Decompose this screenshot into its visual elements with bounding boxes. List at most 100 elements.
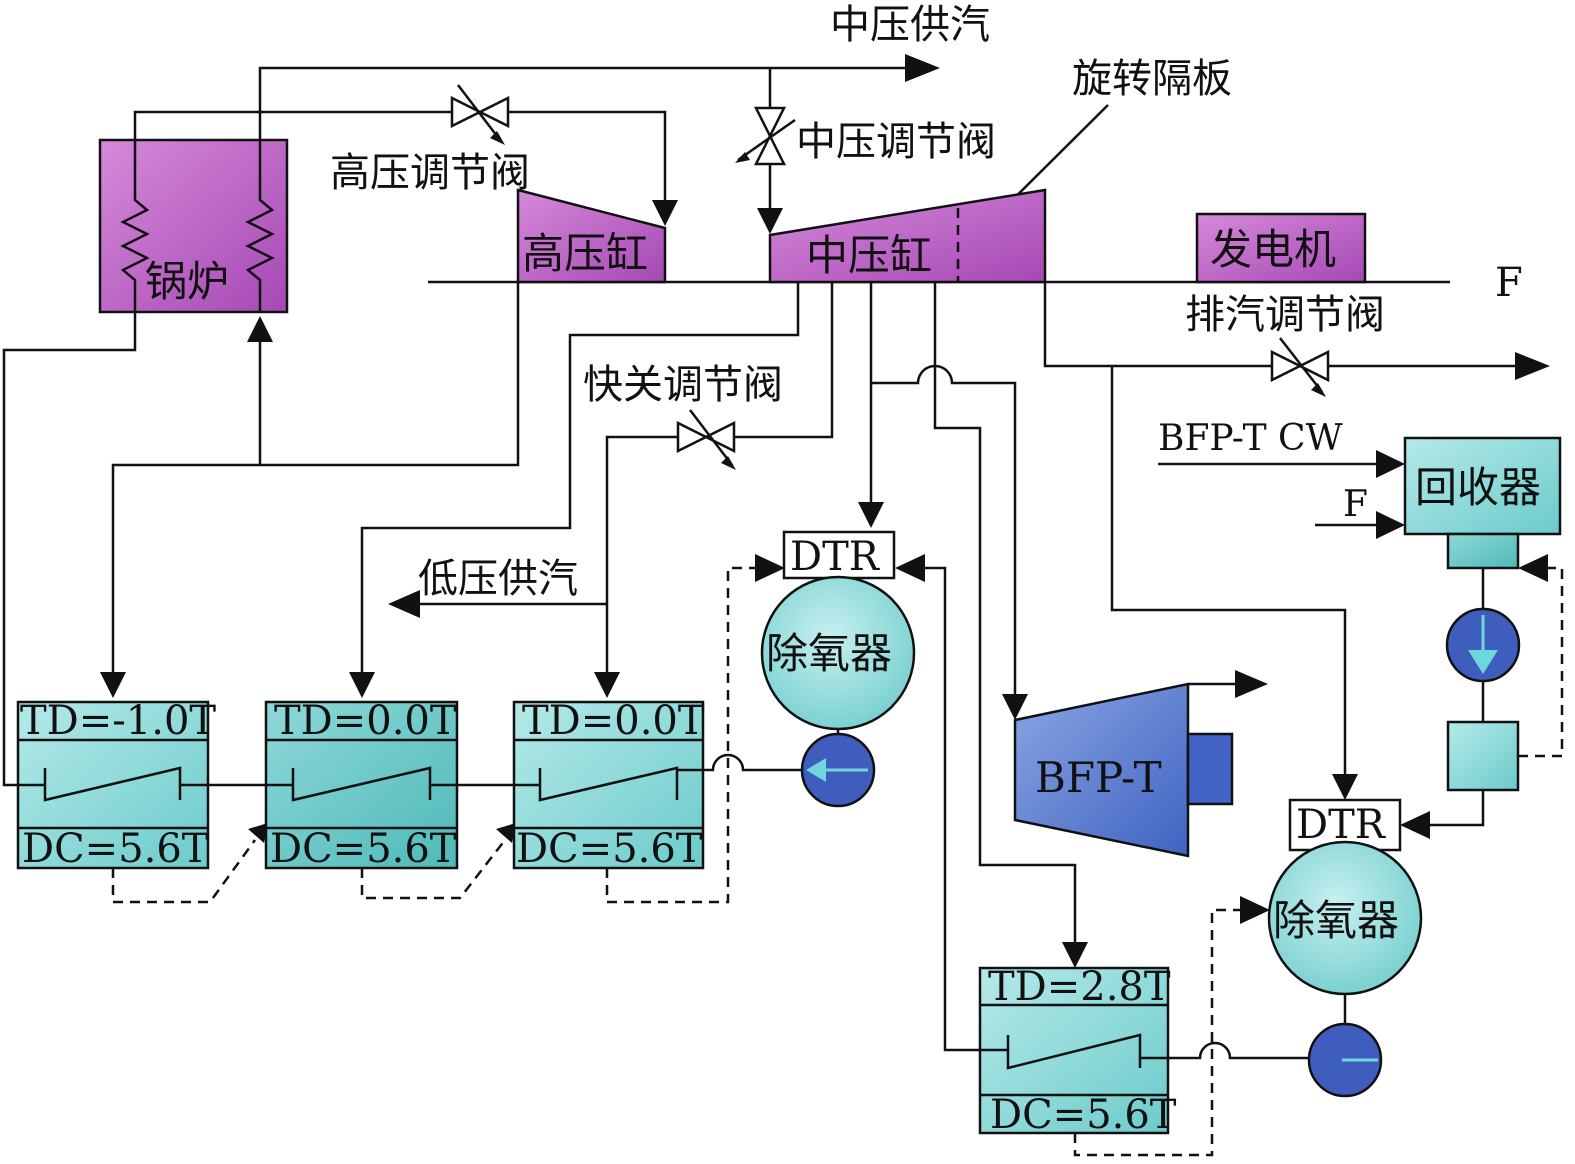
deaerator-1-label: 除氧器 — [766, 629, 892, 678]
generator-label: 发电机 — [1210, 225, 1336, 274]
heater2-steam-arrow — [349, 672, 375, 698]
heater-1-td: TD=-1.0T — [20, 698, 216, 744]
ip-inlet-arrow — [757, 208, 783, 234]
deaerator2-drain-arrow — [1400, 811, 1430, 839]
bfp-turbine[interactable]: BFP-T — [1013, 682, 1234, 858]
drain-arrow-3 — [755, 554, 785, 582]
drain-line-1 — [111, 839, 257, 904]
boiler[interactable]: 锅炉 — [98, 138, 289, 314]
bfpt-exhaust-arrow — [1235, 670, 1268, 698]
heater-4-dc: DC=5.6T — [990, 1092, 1177, 1138]
drain-line-3 — [605, 566, 760, 904]
heater-2-dc: DC=5.6T — [270, 826, 457, 872]
deaerator-1[interactable]: DTR 除氧器 — [760, 530, 916, 731]
recovery-unit[interactable]: 回收器 — [1403, 436, 1562, 570]
mp-supply-label: 中压供汽 — [830, 2, 990, 48]
heater4-steam-pipe — [933, 282, 1077, 950]
drain-arrow-2 — [496, 823, 516, 843]
fast-valve-label: 快关调节阀 — [583, 362, 783, 408]
feedwater-pipe-2 — [1168, 1041, 1310, 1060]
heater-3-td: TD=0.0T — [522, 698, 705, 744]
recovery-label: 回收器 — [1415, 463, 1541, 512]
heater3-steam-arrow — [594, 672, 620, 698]
f-top-label: F — [1495, 260, 1523, 306]
deaerator1-return-arrow — [895, 554, 925, 582]
dtr-1-label: DTR — [790, 534, 881, 580]
lp-supply-label: 低压供汽 — [418, 556, 578, 602]
deaerator-2-label: 除氧器 — [1273, 896, 1399, 945]
heater-4-td: TD=2.8T — [988, 964, 1171, 1010]
bfpt-cw-arrow — [1376, 450, 1405, 478]
pump-3[interactable] — [1307, 1022, 1383, 1098]
heater-2[interactable]: TD=0.0T DC=5.6T — [264, 698, 459, 872]
f-recovery-label: F — [1343, 484, 1368, 525]
mp-supply-arrow — [905, 54, 940, 82]
drain-arrow-5 — [1518, 554, 1548, 582]
hp-inlet-arrow — [652, 200, 678, 226]
hp-cylinder-label: 高压缸 — [522, 229, 648, 278]
ip-valve[interactable] — [735, 106, 796, 166]
drain-line-5 — [1518, 566, 1564, 758]
heater4-to-deaerator1-pipe — [915, 566, 980, 1052]
hp-valve-label: 高压调节阀 — [330, 150, 530, 196]
boiler-coil-left — [120, 140, 150, 312]
bfpt-cw-label: BFP-T CW — [1158, 418, 1343, 459]
drain-lines — [111, 554, 1564, 1157]
heater-1-coil — [18, 766, 208, 802]
drain-line-4 — [1073, 908, 1245, 1157]
bfpt-steam-pipe — [871, 364, 1017, 700]
hp-valve[interactable] — [450, 84, 510, 145]
exhaust-pipe — [1043, 282, 1515, 368]
heater-4-coil — [980, 1033, 1168, 1070]
heater4-steam-arrow — [1062, 942, 1088, 968]
bfpt-steam-arrow — [1002, 694, 1028, 720]
pump-1[interactable] — [800, 732, 876, 808]
deaerator1-steam-arrow — [858, 502, 884, 528]
heater1-steam-arrow — [100, 672, 126, 698]
boiler-return-pipe — [2, 285, 137, 787]
drain-arrow-4 — [1240, 896, 1270, 924]
exhaust-arrow — [1515, 352, 1550, 380]
dtr-2-label: DTR — [1296, 802, 1387, 848]
exhaust-valve-slash — [1279, 337, 1323, 393]
heater-2-td: TD=0.0T — [274, 698, 457, 744]
exhaust-valve-label: 排汽调节阀 — [1185, 292, 1385, 338]
recovery-tank[interactable] — [1446, 720, 1520, 792]
heater-3-coil — [514, 766, 703, 802]
pipe-network — [2, 54, 1550, 1060]
fast-valve-slash — [689, 409, 733, 466]
boiler-label: 锅炉 — [145, 257, 229, 306]
deaerator2-steam-pipe — [1110, 366, 1347, 780]
ip-valve-label: 中压调节阀 — [796, 119, 996, 165]
heater-3[interactable]: TD=0.0T DC=5.6T — [512, 698, 705, 872]
heater-3-dc: DC=5.6T — [516, 826, 703, 872]
heater-1[interactable]: TD=-1.0T DC=5.6T — [16, 698, 216, 872]
deaerator-2[interactable]: DTR 除氧器 — [1267, 798, 1423, 996]
generator[interactable]: 发电机 — [1195, 212, 1367, 284]
exhaust-valve[interactable] — [1270, 337, 1330, 397]
heater-2-coil — [266, 766, 457, 802]
f-recovery-arrow — [1376, 511, 1405, 539]
bfpt-label: BFP-T — [1035, 753, 1162, 802]
pump-2[interactable] — [1445, 607, 1521, 683]
annotations: 中压供汽 旋转隔板 高压调节阀 中压调节阀 F 排汽调节阀 快关调节阀 BFP-… — [330, 2, 1523, 602]
ip-valve-slash — [737, 118, 796, 162]
ip-cylinder[interactable]: 中压缸 — [768, 188, 1047, 284]
hp-valve-slash — [457, 84, 501, 141]
ip-cylinder-label: 中压缸 — [806, 231, 932, 280]
rotating-partition-label: 旋转隔板 — [1072, 56, 1232, 102]
heater-link-3-pump — [703, 753, 803, 772]
ip-extraction-pipe-1 — [360, 282, 800, 680]
hp-cylinder[interactable]: 高压缸 — [516, 188, 667, 284]
heater-1-dc: DC=5.6T — [22, 826, 209, 872]
hp-extraction-pipe — [111, 282, 520, 680]
feedwater-up-arrow — [247, 316, 273, 342]
recovery-drain-pipe-3 — [1425, 790, 1485, 827]
heater-4[interactable]: TD=2.8T DC=5.6T — [978, 964, 1177, 1138]
fast-valve[interactable] — [676, 409, 736, 470]
lp-supply-arrow — [388, 590, 420, 618]
drain-arrow-1 — [248, 823, 268, 843]
boiler-coil-right — [245, 140, 275, 312]
deaerator2-steam-arrow — [1332, 774, 1358, 800]
